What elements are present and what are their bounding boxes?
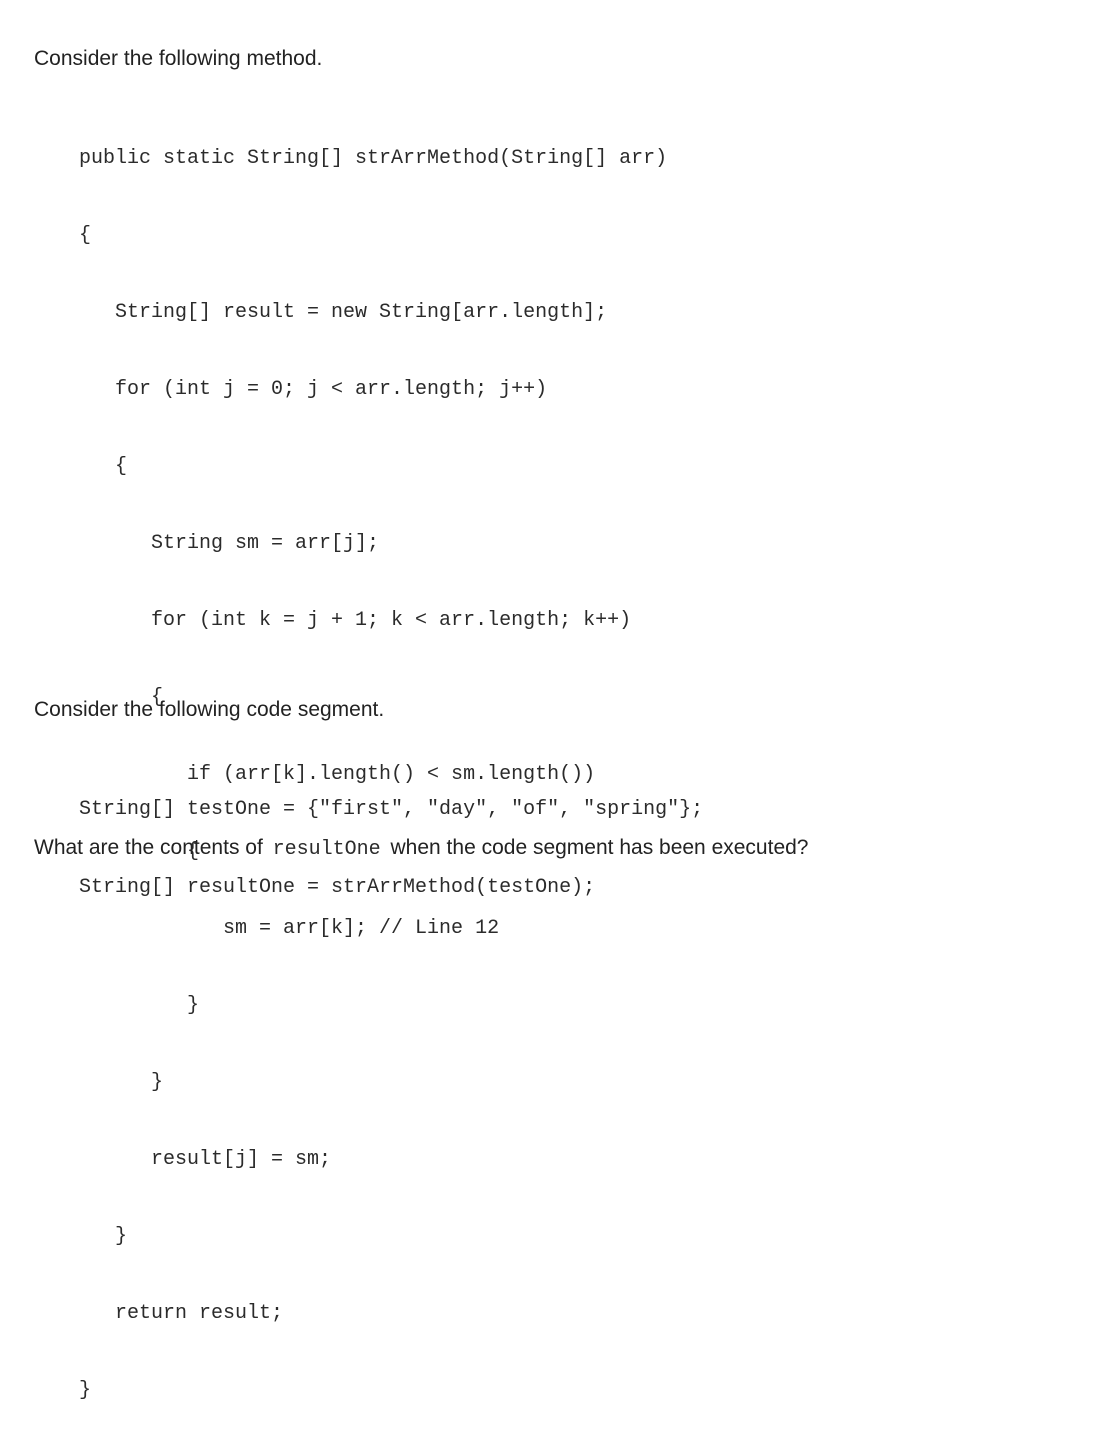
code-line: String[] result = new String[arr.length]… — [79, 301, 608, 324]
code-line: { — [79, 686, 164, 709]
question-text-after: when the code segment has been executed? — [390, 836, 809, 859]
code-line: result[j] = sm; — [79, 1148, 332, 1171]
intro-text: Consider the following method. — [34, 47, 323, 70]
question-inline-code: resultOne — [272, 838, 381, 861]
code-line: if (arr[k].length() < sm.length()) — [79, 763, 596, 786]
segment-intro-text: Consider the following code segment. — [34, 698, 385, 721]
code-line: public static String[] strArrMethod(Stri… — [79, 147, 668, 170]
code-line: String[] resultOne = strArrMethod(testOn… — [79, 876, 596, 899]
code-line: } — [79, 1225, 128, 1248]
code-line: for (int k = j + 1; k < arr.length; k++) — [79, 609, 632, 632]
code-line: { — [79, 224, 92, 247]
code-line: return result; — [79, 1302, 284, 1325]
code-line: } — [79, 1379, 92, 1402]
question-text-before: What are the contents of — [34, 836, 263, 859]
question-text: What are the contents of resultOne when … — [34, 834, 809, 864]
code-line: String[] testOne = {"first", "day", "of"… — [79, 798, 704, 821]
code-line: for (int j = 0; j < arr.length; j++) — [79, 378, 548, 401]
code-line: } — [79, 1071, 164, 1094]
code-line: { — [79, 455, 128, 478]
code-line: } — [79, 994, 200, 1017]
code-line: { — [79, 840, 200, 863]
code-line: String sm = arr[j]; — [79, 532, 380, 555]
